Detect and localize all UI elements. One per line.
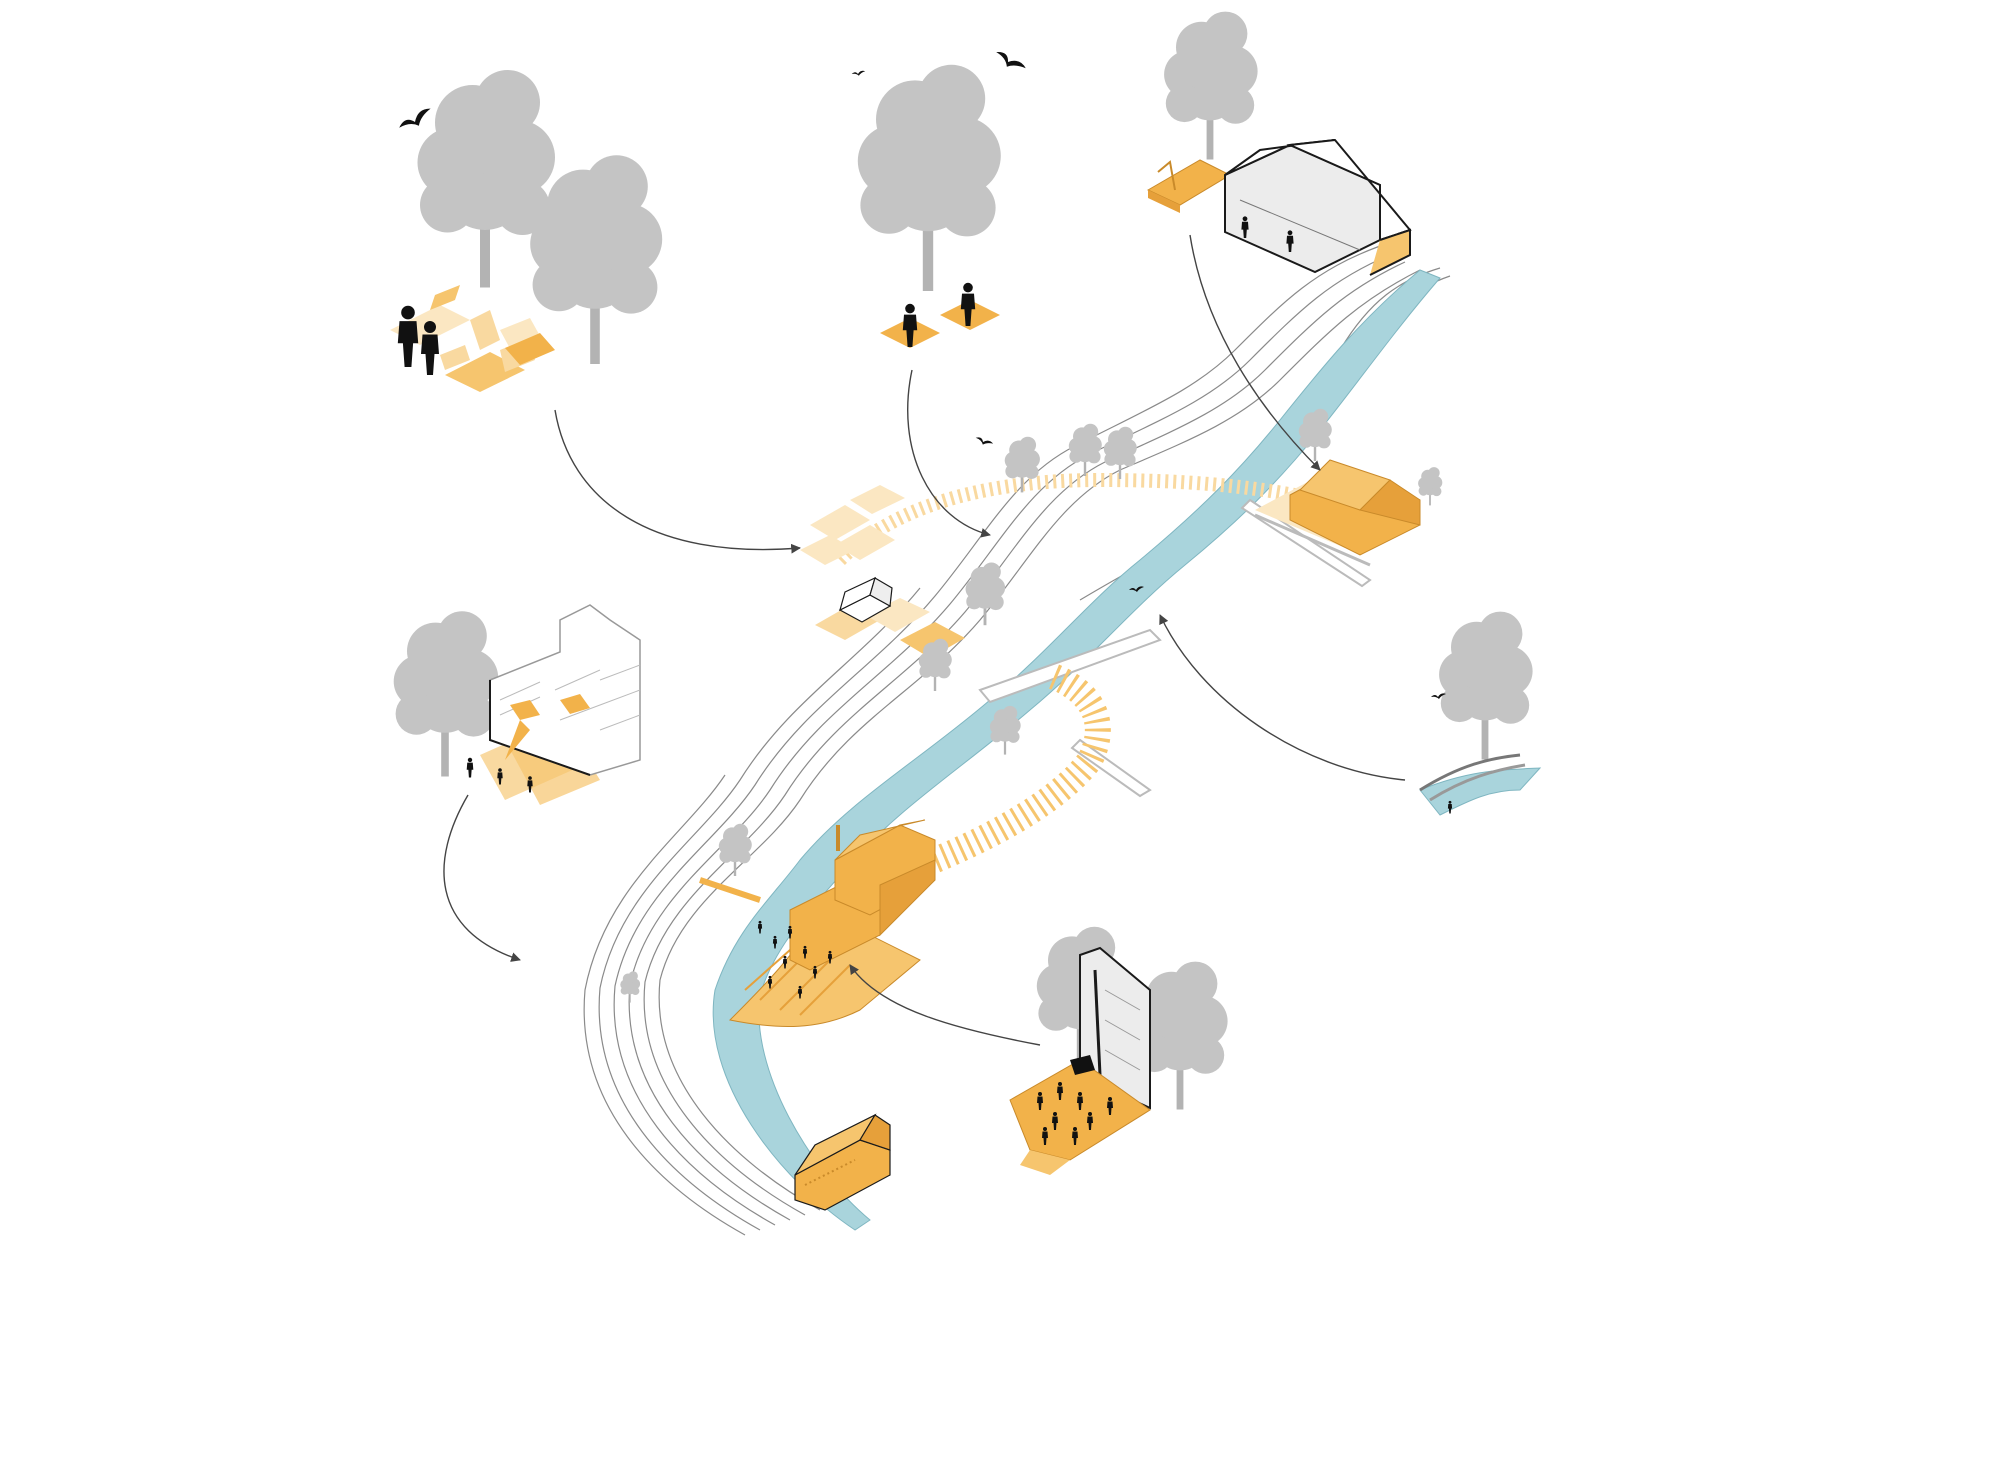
arrow-public-square — [849, 964, 1041, 1046]
river-corridor — [583, 245, 1451, 1236]
arrow-yoga — [907, 369, 991, 538]
factory-building — [699, 819, 936, 1028]
person-silhouette-icon — [466, 757, 474, 778]
arrow-cemetery — [554, 409, 801, 554]
tree-icon — [1004, 436, 1040, 493]
tree-icon — [965, 562, 1006, 626]
riverside-hall-orange — [1254, 459, 1421, 567]
person-silhouette-icon — [397, 305, 419, 367]
vignette-outdoor-yoga — [851, 46, 1027, 348]
pavilion-building — [1224, 138, 1412, 276]
bird-icon — [993, 46, 1027, 77]
vignette-river-steps — [1419, 611, 1542, 816]
walkway-dashed-lower — [905, 662, 1111, 883]
bridges — [978, 498, 1372, 798]
arrow-pavilion — [1189, 234, 1321, 471]
tree-icon — [620, 971, 641, 1003]
vignette-public-square — [1009, 926, 1228, 1175]
arrow-playground — [443, 794, 521, 962]
tree-icon — [857, 64, 1001, 291]
central-plots — [800, 485, 965, 658]
tree-icon — [393, 611, 499, 777]
tree-icon — [1164, 11, 1258, 160]
tree-icon — [1418, 467, 1443, 506]
facade-building — [1079, 946, 1151, 1110]
bird-icon — [974, 434, 994, 449]
tree-icon — [718, 823, 752, 876]
event-crowd — [1037, 1055, 1113, 1145]
tree-icon — [1068, 423, 1102, 476]
vignette-courtyard-playground — [393, 604, 641, 805]
bird-icon — [396, 107, 435, 133]
tree-icon — [530, 155, 663, 364]
arrow-river-steps — [1159, 614, 1406, 781]
bird-icon — [851, 70, 866, 76]
tree-icon — [1103, 426, 1137, 479]
bottom-warehouse — [794, 1113, 891, 1211]
vignette-riverside-pavilion — [1146, 11, 1412, 276]
small-shed — [838, 576, 893, 623]
vignette-cemetery-park — [390, 70, 663, 392]
tree-icon — [1439, 611, 1533, 760]
